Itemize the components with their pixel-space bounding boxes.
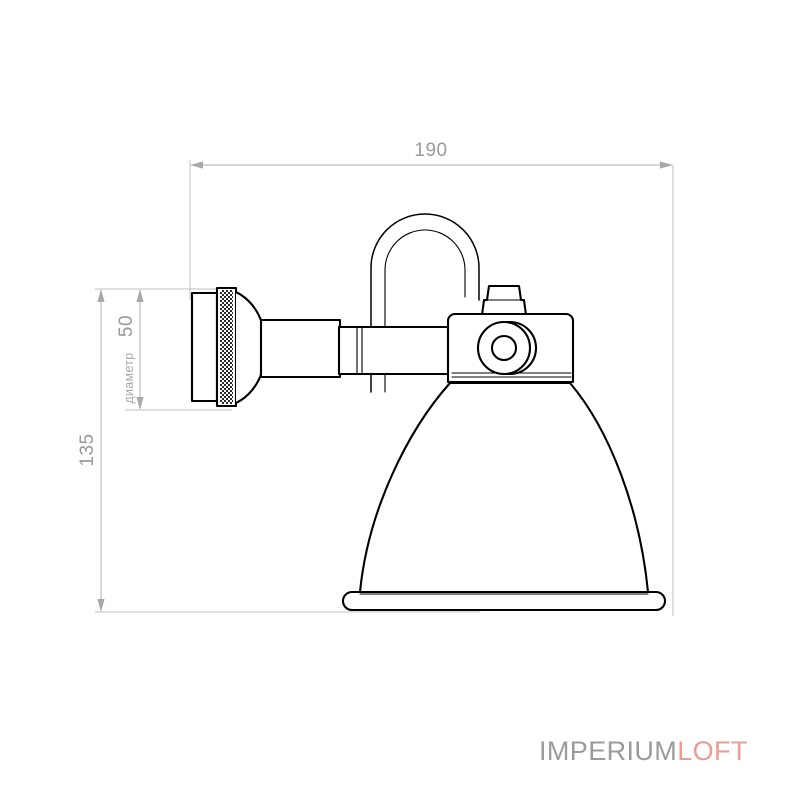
wall-plate-back <box>190 291 219 403</box>
dimension-label-50: 50 <box>116 315 137 337</box>
dimension-label-135: 135 <box>77 433 98 466</box>
arm-segment-proximal <box>259 318 342 379</box>
handle-inner-arc <box>384 229 466 393</box>
dimension-diameter-50: 50 диаметр <box>116 288 232 411</box>
pivot-screw-hole <box>490 334 518 362</box>
knurl-fill <box>220 290 233 404</box>
brand-logo: IMPERIUM LOFT <box>539 736 748 767</box>
arrow-bottom-50 <box>136 397 144 410</box>
dimension-190: 190 <box>189 140 674 616</box>
arrow-right-190 <box>660 161 673 169</box>
dimension-label-diameter-prefix: диаметр <box>122 352 136 403</box>
lamp-illustration <box>190 213 667 612</box>
handle-outer-arc <box>370 213 480 393</box>
mount-cone <box>234 290 264 405</box>
shade-dome <box>358 381 650 594</box>
knurl-hatch-pattern <box>220 290 233 404</box>
brand-logo-primary: IMPERIUM <box>539 736 678 766</box>
arrow-top-50 <box>136 289 144 302</box>
brand-logo-accent: LOFT <box>677 736 748 766</box>
arrow-top-135 <box>97 289 105 302</box>
shade-bottom-rim <box>341 590 667 612</box>
arrow-bottom-135 <box>97 599 105 612</box>
dimension-135: 135 <box>77 288 480 613</box>
dimension-label-190: 190 <box>414 140 447 161</box>
arrow-left-190 <box>190 161 203 169</box>
